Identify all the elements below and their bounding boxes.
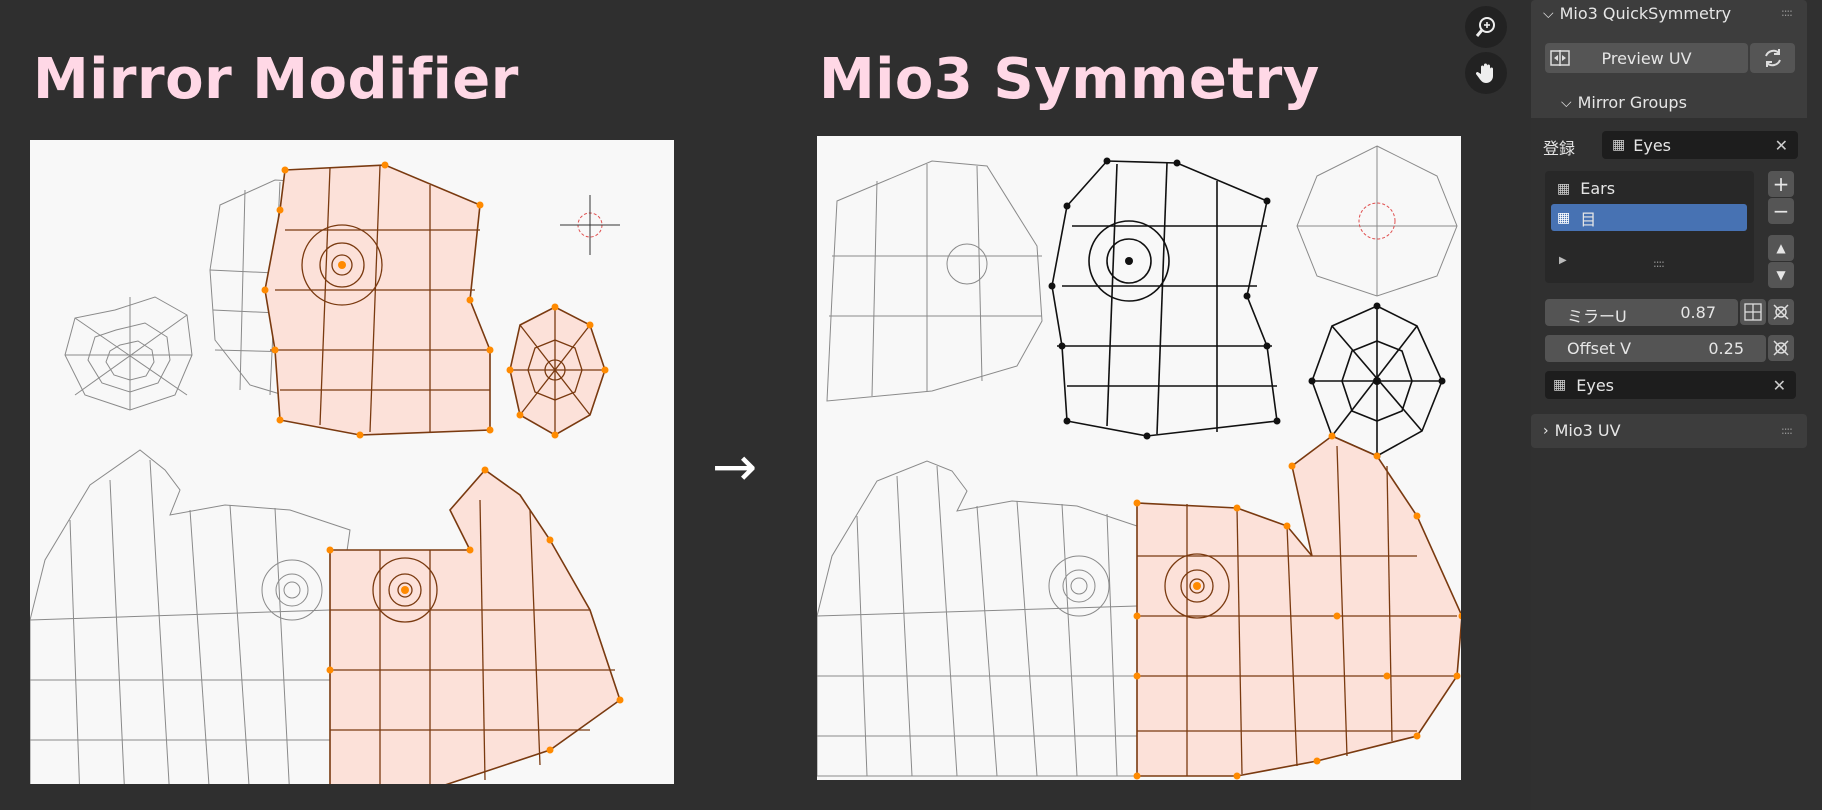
panel-title: Mio3 QuickSymmetry bbox=[1559, 4, 1732, 23]
mesh-group-icon: ▦ bbox=[1612, 137, 1626, 153]
mio3-uv-title: Mio3 UV bbox=[1554, 421, 1621, 440]
mesh-group-icon: ▦ bbox=[1557, 209, 1571, 226]
close-icon[interactable]: ✕ bbox=[1772, 375, 1786, 395]
sidebar: ⌵ Mio3 QuickSymmetry :::: Preview UV ⌵ bbox=[1531, 0, 1822, 810]
chevron-right-icon: › bbox=[1543, 422, 1549, 439]
list-item-selected[interactable]: ▦ 目 bbox=[1551, 204, 1747, 231]
close-icon[interactable]: ✕ bbox=[1774, 135, 1788, 155]
zoom-icon bbox=[1475, 17, 1495, 37]
pan-button[interactable] bbox=[1465, 52, 1507, 94]
move-up-icon: ▲ bbox=[1776, 241, 1786, 255]
offset-v-center-button[interactable] bbox=[1768, 335, 1794, 361]
remove-button[interactable]: − bbox=[1768, 198, 1794, 224]
mirror-groups-header[interactable]: ⌵ Mirror Groups bbox=[1561, 93, 1687, 112]
mio3-uv-panel[interactable]: › Mio3 UV :::: bbox=[1531, 414, 1807, 448]
expand-triangle-icon[interactable]: ▶ bbox=[1559, 255, 1567, 266]
add-button[interactable]: + bbox=[1768, 171, 1794, 197]
mesh-group-icon: ▦ bbox=[1553, 377, 1567, 393]
vertex-group-field[interactable]: ▦ Eyes ✕ bbox=[1545, 371, 1796, 399]
left-uv-mesh bbox=[30, 161, 624, 784]
chevron-down-icon: ⌵ bbox=[1543, 5, 1554, 22]
mirror-u-axis-button[interactable] bbox=[1740, 299, 1766, 325]
right-heading: Mio3 Symmetry bbox=[819, 47, 1320, 112]
move-down-icon: ▼ bbox=[1776, 268, 1786, 282]
mirror-preview-icon bbox=[1549, 48, 1571, 68]
mirror-u-center-button[interactable] bbox=[1768, 299, 1794, 325]
mirror-axis-icon bbox=[1744, 303, 1762, 321]
preview-uv-button[interactable]: Preview UV bbox=[1545, 43, 1748, 73]
zoom-button[interactable] bbox=[1465, 6, 1507, 48]
cursor-target-icon bbox=[1773, 304, 1789, 320]
refresh-button[interactable] bbox=[1750, 43, 1795, 73]
right-uv-mesh bbox=[817, 145, 1461, 780]
cursor-target-icon bbox=[560, 195, 620, 255]
remove-icon: − bbox=[1772, 199, 1790, 223]
transform-arrow: → bbox=[712, 435, 758, 498]
mesh-group-icon: ▦ bbox=[1557, 180, 1571, 197]
move-up-button[interactable]: ▲ bbox=[1768, 235, 1794, 261]
cursor-target-icon bbox=[1773, 340, 1789, 356]
quicksymmetry-header[interactable]: ⌵ Mio3 QuickSymmetry bbox=[1543, 4, 1731, 23]
drag-handle-icon[interactable]: :::: bbox=[1781, 6, 1793, 19]
left-uv-view bbox=[30, 140, 674, 784]
list-item[interactable]: ▦ Ears bbox=[1557, 179, 1616, 198]
mirror-groups-body: 登録 ▦ Eyes ✕ ▦ Ears ▦ 目 ▶ :::: + − ▲ bbox=[1531, 118, 1807, 428]
add-icon: + bbox=[1772, 172, 1790, 196]
register-label: 登録 bbox=[1543, 139, 1576, 158]
mirror-group-list: ▦ Ears ▦ 目 ▶ :::: bbox=[1545, 171, 1754, 283]
mirror-u-slider[interactable]: ミラーU 0.87 bbox=[1545, 299, 1738, 326]
drag-handle-icon[interactable]: :::: bbox=[1781, 424, 1793, 437]
chevron-down-icon: ⌵ bbox=[1561, 94, 1572, 111]
register-field[interactable]: ▦ Eyes ✕ bbox=[1602, 131, 1798, 159]
list-resize-handle[interactable]: :::: bbox=[1653, 257, 1665, 270]
left-heading: Mirror Modifier bbox=[33, 47, 519, 112]
right-uv-view bbox=[817, 136, 1461, 780]
offset-v-slider[interactable]: Offset V 0.25 bbox=[1545, 335, 1766, 362]
move-down-button[interactable]: ▼ bbox=[1768, 262, 1794, 288]
refresh-icon bbox=[1764, 49, 1781, 67]
hand-icon bbox=[1475, 63, 1493, 83]
